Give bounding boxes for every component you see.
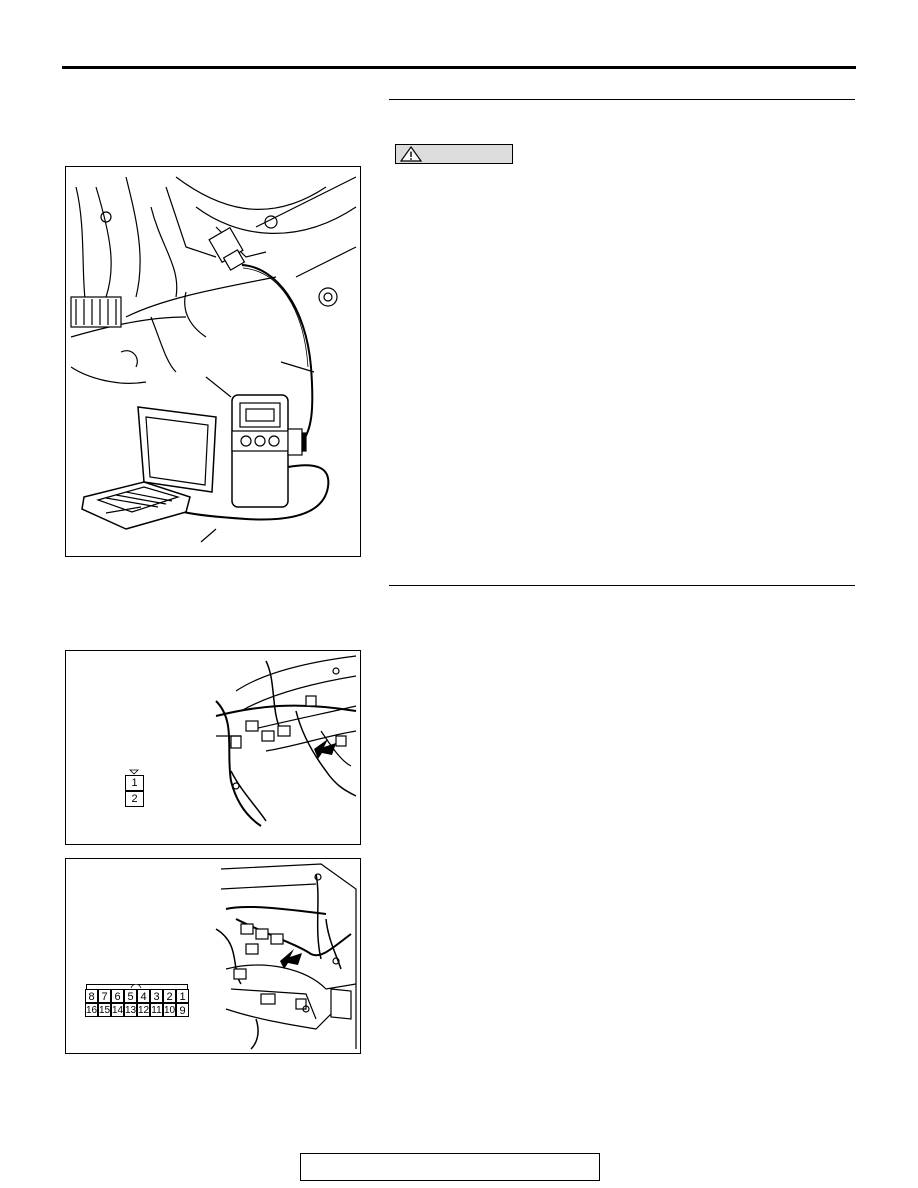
figure-16-pin-connector: 8 7 6 5 4 3 2 1 16 15 14 13 12 11 10 9	[65, 858, 361, 1054]
connector-terminal: 10	[163, 1003, 176, 1017]
caution-label	[395, 144, 513, 164]
connector-terminal: 1	[125, 775, 144, 791]
section-divider-top	[389, 99, 855, 100]
connector-terminal: 6	[111, 989, 124, 1003]
section-divider-middle	[389, 585, 855, 586]
connector-lock-marker-icon	[129, 769, 139, 775]
connector-terminal: 16	[85, 1003, 98, 1017]
connector-terminal: 15	[98, 1003, 111, 1017]
connector-terminal: 3	[150, 989, 163, 1003]
connector-terminal: 13	[124, 1003, 137, 1017]
harness-illustration-1	[215, 655, 357, 827]
connector-terminal: 11	[150, 1003, 163, 1017]
figure-scan-tool-connection	[65, 166, 361, 557]
connector-terminal: 9	[176, 1003, 189, 1017]
scan-tool-illustration	[70, 176, 357, 543]
harness-illustration-2	[215, 863, 357, 1050]
connector-terminal: 4	[137, 989, 150, 1003]
connector-terminal: 8	[85, 989, 98, 1003]
connector-terminal: 1	[176, 989, 189, 1003]
connector-lock-marker-icon	[130, 983, 142, 988]
connector-terminal: 12	[137, 1003, 150, 1017]
page-footer-box	[300, 1153, 600, 1181]
connector-terminal: 7	[98, 989, 111, 1003]
warning-triangle-icon	[399, 145, 423, 162]
connector-terminal: 2	[163, 989, 176, 1003]
header-rule	[62, 66, 856, 69]
connector-terminal: 14	[111, 1003, 124, 1017]
connector-terminal: 2	[125, 791, 144, 807]
connector-terminal: 5	[124, 989, 137, 1003]
figure-2-pin-connector: 1 2	[65, 650, 361, 845]
